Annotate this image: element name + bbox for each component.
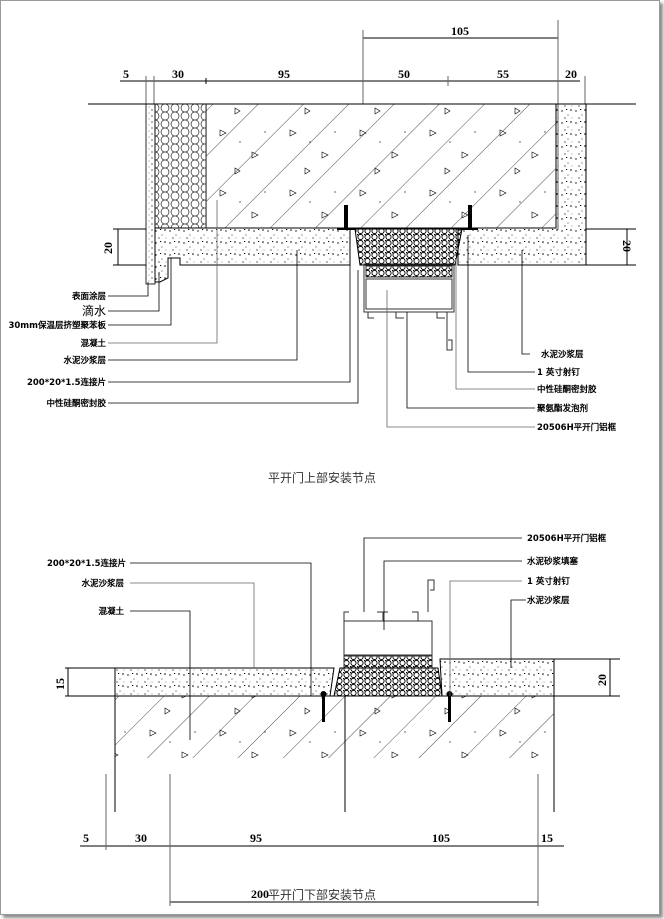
dim-30-bottom: 30: [135, 831, 147, 845]
dim-105: 105: [451, 24, 469, 38]
dim-20: 20: [565, 67, 577, 81]
dim-5: 5: [123, 67, 129, 81]
label-frame-bottom: 20506H平开门铝框: [527, 533, 607, 544]
label-connector: 200*20*1.5连接片: [27, 377, 106, 388]
right-leaders: [386, 235, 535, 428]
dim-30: 30: [172, 67, 184, 81]
label-insulation: 30mm保温层挤塑聚苯板: [8, 320, 106, 331]
pu-foam: [354, 228, 463, 266]
label-sealant: 中性硅酮密封胶: [46, 398, 106, 409]
label-drip: 滴水: [82, 303, 106, 318]
floor-mortar-right: [439, 658, 555, 697]
label-connector-bottom: 200*20*1.5连接片: [47, 558, 126, 569]
dim-95-bottom: 95: [250, 831, 262, 845]
label-mortar-bottom: 水泥沙浆层: [80, 578, 124, 589]
dim-left-height-bottom: 15: [53, 678, 67, 690]
nail-icon: [337, 205, 355, 230]
top-detail: 5 30 95 50 55 20 105: [8, 20, 636, 485]
aluminum-frame: [363, 263, 455, 351]
dim-55: 55: [497, 67, 509, 81]
top-caption: 平开门上部安装节点: [268, 470, 376, 485]
dim-105-bottom: 105: [432, 831, 450, 845]
label-nail: 1 英寸射钉: [537, 367, 580, 378]
left-leaders: [108, 200, 359, 404]
bottom-caption: 平开门下部安装节点: [268, 887, 376, 902]
dim-50: 50: [398, 67, 410, 81]
label-mortar-right-bottom: 水泥沙浆层: [526, 595, 570, 606]
right-mortar: [457, 103, 587, 266]
aluminum-frame-bottom: [343, 579, 435, 669]
label-frame: 20506H平开门铝框: [537, 422, 617, 433]
label-surface-coating: 表面涂层: [71, 291, 107, 302]
label-sealant-right: 中性硅酮密封胶: [537, 384, 597, 395]
bottom-detail: 15 20 200*20*1.5连接片 水泥沙浆层 混凝土 20506H平开门铝…: [47, 533, 620, 906]
bottom-mortar: [154, 227, 351, 283]
nail-icon: [461, 205, 478, 230]
label-concrete: 混凝土: [80, 338, 106, 349]
bottom-leaders: [130, 537, 526, 740]
bottom-dimension-chain: [80, 774, 564, 906]
label-mortar: 水泥沙浆层: [62, 355, 106, 366]
dim-right-height-bottom: 20: [595, 674, 609, 686]
insulation-board: [155, 104, 206, 228]
dim-95: 95: [278, 67, 290, 81]
label-pu-foam: 聚氨酯发泡剂: [536, 403, 588, 414]
label-mortar-fill: 水泥砂浆填塞: [526, 556, 579, 567]
label-nail-bottom: 1 英寸射钉: [527, 576, 570, 587]
label-concrete-bottom: 混凝土: [98, 606, 124, 617]
dim-left-height: 20: [101, 242, 115, 254]
nail-icon: [310, 691, 336, 722]
floor-mortar-left: [114, 667, 335, 697]
label-mortar-right: 水泥沙浆层: [540, 349, 584, 360]
dim-5-bottom: 5: [83, 831, 89, 845]
dim-right-height: 20: [620, 240, 634, 252]
dim-200: 200: [251, 887, 269, 901]
surface-coating: [145, 103, 156, 285]
mortar-fill: [333, 667, 443, 697]
dim-15-bottom: 15: [541, 831, 553, 845]
